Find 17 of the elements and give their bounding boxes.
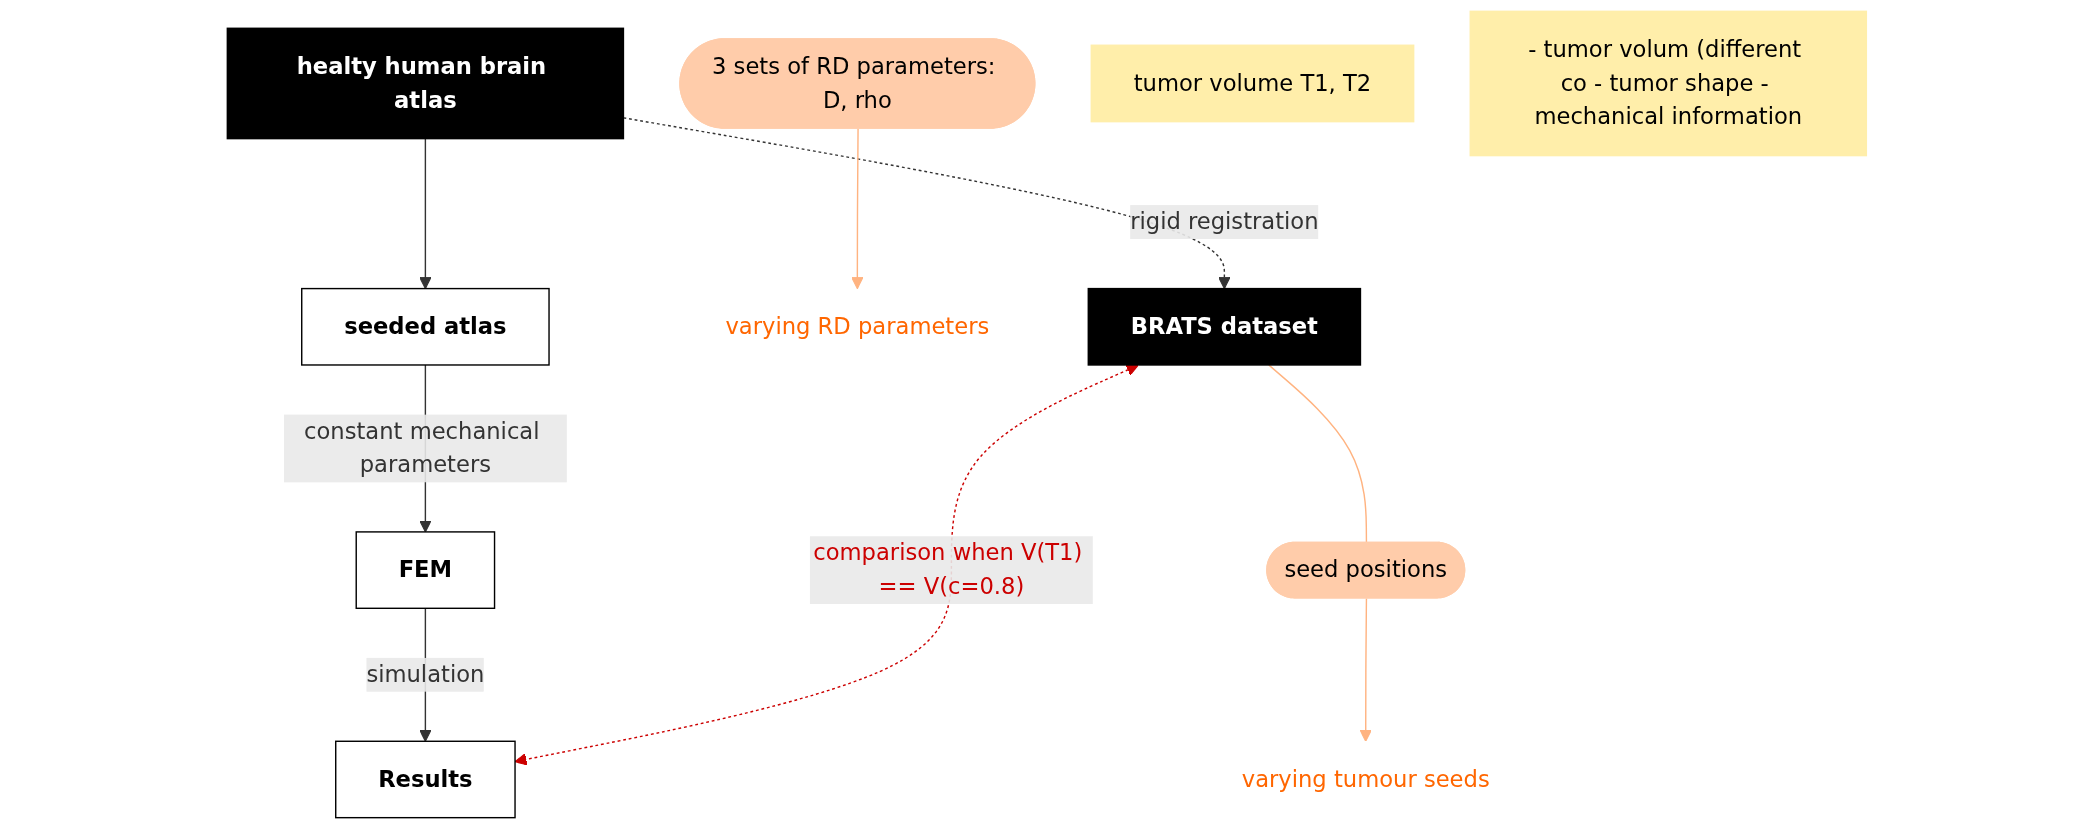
edge-label: rigid registration: [1130, 207, 1319, 235]
node-text: varying RD parameters: [725, 312, 990, 340]
node-box: BRATS dataset: [1087, 287, 1362, 366]
node-box: FEM: [355, 531, 496, 609]
arrow: [851, 128, 864, 290]
edge-label: comparison when V(T1) == V(c=0.8): [813, 538, 1083, 600]
node-box: tumor volume T1, T2: [1090, 44, 1415, 123]
node-box: - tumor volum (different co - tumor shape - mechanical information: [1469, 10, 1868, 157]
connector: [1268, 364, 1368, 544]
arrow: [419, 137, 432, 290]
edge-label: constant mechanical parameters: [304, 417, 540, 479]
node-box: healty human brain atlas: [226, 27, 625, 140]
node-box: seeded atlas: [301, 287, 550, 366]
node-box: Results: [335, 740, 516, 819]
edge-label: simulation: [366, 660, 485, 688]
node-text: varying tumour seeds: [1241, 765, 1490, 793]
arrow: [1359, 597, 1373, 742]
